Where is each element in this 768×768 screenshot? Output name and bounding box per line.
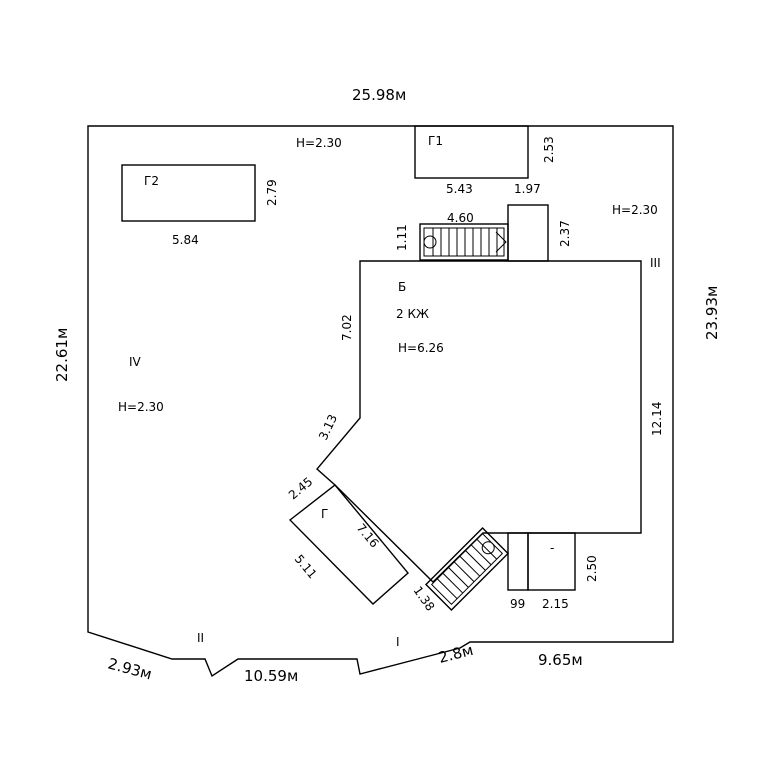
height-top-label: H=2.30 — [296, 136, 342, 150]
dim-99: 99 — [510, 597, 525, 611]
g2-label: Г2 — [144, 174, 159, 188]
bottom-stair — [424, 526, 510, 612]
annex-215-box — [527, 532, 576, 591]
top-stair — [419, 223, 509, 261]
dim-215: 2.15 — [542, 597, 569, 611]
annex-99-box — [507, 532, 529, 591]
outer-top-dim: 25.98м — [352, 86, 406, 104]
dim-716: 7.16 — [354, 521, 382, 550]
outer-bottom-mid-dim: 10.59м — [244, 667, 298, 685]
outer-boundary — [87, 125, 674, 678]
building-height-label: H=6.26 — [398, 341, 444, 355]
outer-left-dim: 22.61м — [53, 328, 71, 382]
dim-237: 2.37 — [558, 220, 572, 247]
g2-width-dim: 5.84 — [172, 233, 199, 247]
annex-box — [507, 204, 549, 262]
section-iv-label: IV — [129, 355, 142, 369]
building-floors-label: 2 КЖ — [396, 307, 429, 321]
dim-460: 4.60 — [447, 211, 474, 225]
section-ii-label: II — [197, 631, 204, 645]
g1-height-dim: 2.53 — [542, 136, 556, 163]
annex-dash: - — [550, 541, 554, 555]
outer-bottom-right-dim: 9.65м — [538, 651, 583, 669]
g1-box — [414, 125, 529, 179]
dim-702: 7.02 — [340, 314, 354, 341]
building-outline — [316, 260, 642, 583]
garage-outline — [288, 484, 409, 605]
dim-1214: 12.14 — [650, 402, 664, 436]
dim-245: 2.45 — [286, 474, 315, 502]
g2-box — [121, 164, 256, 222]
building-label: Б — [398, 280, 406, 294]
height-right-label: H=2.30 — [612, 203, 658, 217]
section-iii-label: III — [650, 256, 661, 270]
dim-313: 3.13 — [316, 412, 340, 442]
dim-511: 5.11 — [292, 552, 320, 581]
outer-right-dim: 23.93м — [703, 286, 721, 340]
g1-label: Г1 — [428, 134, 443, 148]
outer-bottom-short-dim: 2.8м — [437, 641, 475, 667]
g1-gap-dim: 1.97 — [514, 182, 541, 196]
garage-label: Г — [321, 507, 328, 521]
dim-138: 1.38 — [411, 584, 438, 614]
g1-width-dim: 5.43 — [446, 182, 473, 196]
dim-250: 2.50 — [585, 555, 599, 582]
dim-111: 1.11 — [395, 224, 409, 251]
outer-bottom-left-dim: 2.93м — [106, 654, 154, 683]
g2-height-dim: 2.79 — [265, 179, 279, 206]
section-i-label: I — [396, 635, 400, 649]
height-left-label: H=2.30 — [118, 400, 164, 414]
